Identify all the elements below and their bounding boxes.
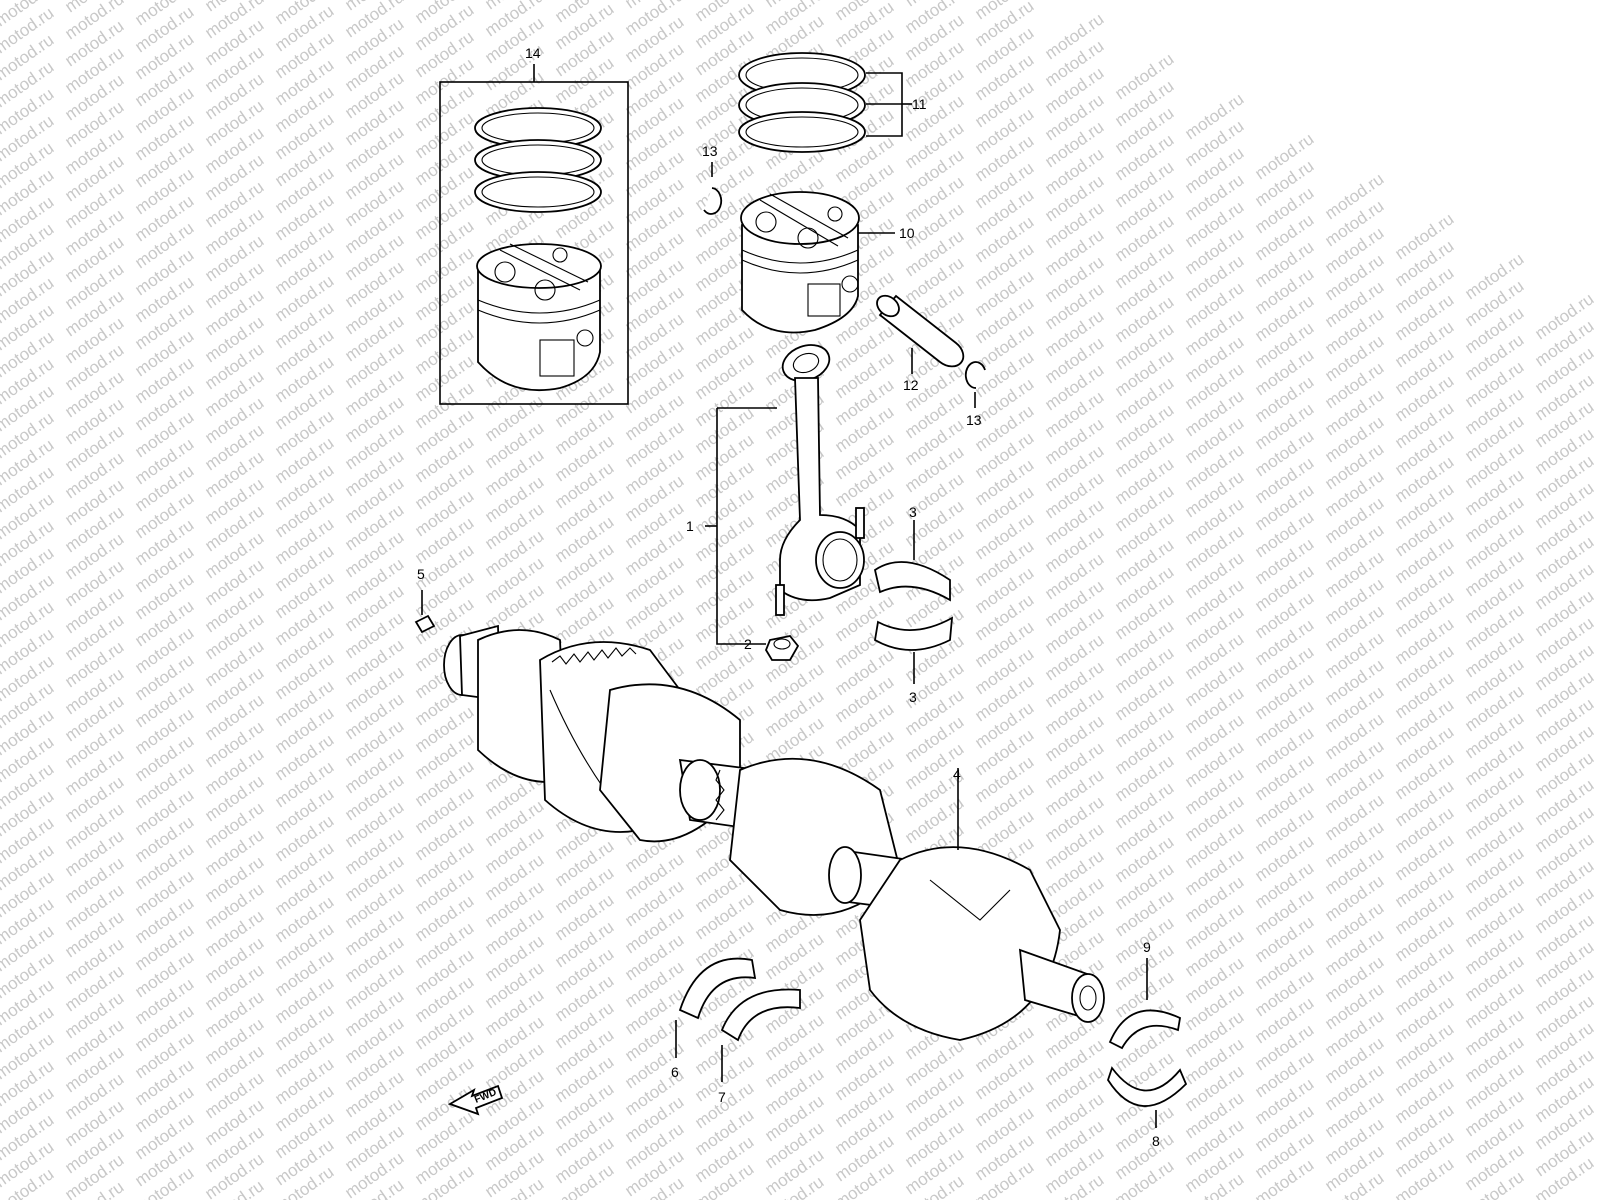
callout-3-top[interactable]: 3 bbox=[909, 504, 917, 520]
callout-13-left[interactable]: 13 bbox=[702, 143, 718, 159]
callout-6[interactable]: 6 bbox=[671, 1064, 679, 1080]
callout-13-right[interactable]: 13 bbox=[966, 412, 982, 428]
callout-4[interactable]: 4 bbox=[953, 766, 961, 782]
callout-10[interactable]: 10 bbox=[899, 225, 915, 241]
callout-1[interactable]: 1 bbox=[686, 518, 694, 534]
callout-3-bottom[interactable]: 3 bbox=[909, 689, 917, 705]
callout-11[interactable]: 11 bbox=[912, 96, 927, 112]
callout-8[interactable]: 8 bbox=[1152, 1133, 1160, 1149]
callout-12[interactable]: 12 bbox=[903, 377, 919, 393]
callout-5[interactable]: 5 bbox=[417, 566, 425, 582]
callout-14[interactable]: 14 bbox=[525, 45, 541, 61]
callout-9[interactable]: 9 bbox=[1143, 939, 1151, 955]
callout-2[interactable]: 2 bbox=[744, 636, 752, 652]
callout-7[interactable]: 7 bbox=[718, 1089, 726, 1105]
